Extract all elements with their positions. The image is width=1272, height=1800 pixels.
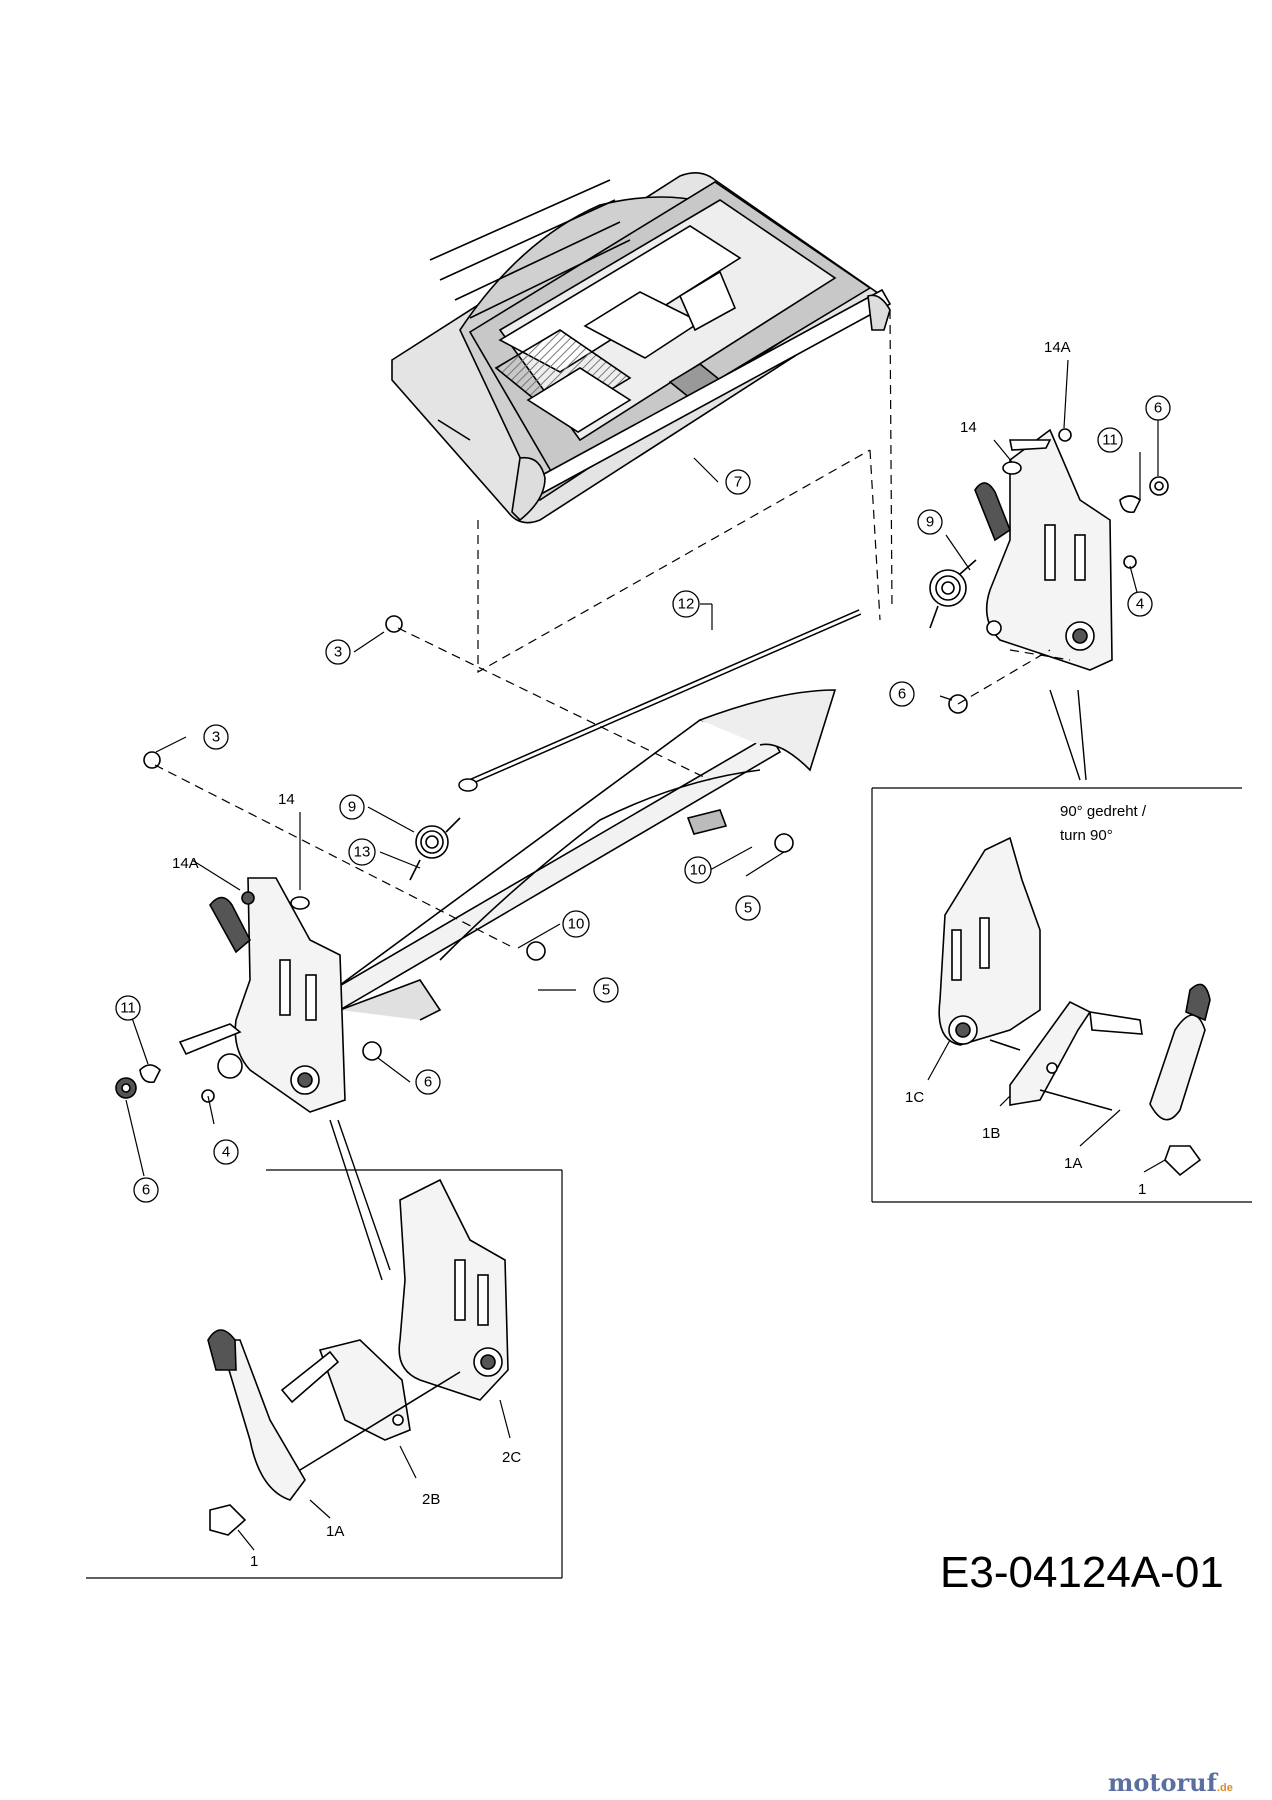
svg-text:12: 12	[678, 596, 695, 613]
diagram-id: E3-04124A-01	[940, 1548, 1224, 1597]
right-inset-parts-drawing	[938, 836, 1211, 1177]
label-14-right: 14	[960, 419, 977, 436]
label-14a-right: 14A	[1044, 339, 1071, 356]
callout-10-lower: 10	[562, 910, 590, 938]
discharge-tray-drawing	[335, 689, 837, 1021]
svg-text:10: 10	[690, 862, 707, 879]
pointer-lines	[329, 689, 1087, 1281]
rotation-note-line2: turn 90°	[1060, 827, 1113, 844]
svg-text:4: 4	[1136, 596, 1144, 613]
svg-text:3: 3	[212, 729, 220, 746]
label-14a-left: 14A	[172, 855, 199, 872]
callout-13: 13	[348, 838, 376, 866]
label-2c-left: 2C	[502, 1449, 521, 1466]
svg-text:6: 6	[1154, 400, 1162, 417]
watermark-name: motoruf	[1108, 1768, 1217, 1797]
label-2b-left: 2B	[422, 1491, 440, 1508]
control-panel-drawing	[391, 172, 892, 524]
svg-text:4: 4	[222, 1144, 230, 1161]
label-14-left: 14	[278, 791, 295, 808]
callout-3-top: 3	[325, 639, 351, 665]
svg-text:9: 9	[348, 799, 356, 816]
svg-text:6: 6	[424, 1074, 432, 1091]
callout-5-lower: 5	[593, 977, 619, 1003]
callout-4-right: 4	[1127, 591, 1153, 617]
right-inset-box	[871, 787, 1252, 1203]
callout-6-left-bottom: 6	[133, 1177, 159, 1203]
svg-text:11: 11	[1102, 432, 1118, 449]
callout-11-right: 11	[1097, 427, 1123, 453]
callout-9-left: 9	[339, 794, 365, 820]
right-shift-assembly-drawing	[948, 428, 1169, 714]
label-1a-right: 1A	[1064, 1155, 1082, 1172]
svg-text:10: 10	[568, 916, 585, 933]
callout-11-left: 11	[115, 995, 141, 1021]
left-shift-assembly-drawing	[115, 615, 794, 1113]
svg-text:5: 5	[744, 900, 752, 917]
spring-left-drawing	[409, 817, 461, 881]
leader-lines	[125, 359, 1166, 1551]
callout-6-right-bottom: 6	[889, 681, 915, 707]
callout-5-upper: 5	[735, 895, 761, 921]
callout-3-left: 3	[203, 724, 229, 750]
svg-text:6: 6	[142, 1182, 150, 1199]
callout-12: 12	[672, 590, 700, 618]
rotation-note-line1: 90° gedreht /	[1060, 803, 1147, 820]
spring-right-drawing	[929, 559, 977, 629]
svg-text:6: 6	[898, 686, 906, 703]
rod-drawing	[458, 609, 862, 792]
watermark-suffix: .de	[1216, 1782, 1233, 1794]
label-1-left: 1	[250, 1553, 258, 1570]
svg-text:13: 13	[354, 844, 371, 861]
label-1c-right: 1C	[905, 1089, 924, 1106]
callout-6-right-top: 6	[1145, 395, 1171, 421]
callout-4-left: 4	[213, 1139, 239, 1165]
callout-9-right: 9	[917, 509, 943, 535]
callout-7: 7	[725, 469, 751, 495]
left-inset-box	[86, 1169, 563, 1579]
svg-text:3: 3	[334, 644, 342, 661]
dash-lines	[154, 309, 1071, 947]
label-1a-left: 1A	[326, 1523, 344, 1540]
svg-text:11: 11	[120, 1000, 136, 1017]
callout-10-upper: 10	[684, 856, 712, 884]
svg-text:9: 9	[926, 514, 934, 531]
callout-6-left-lower: 6	[415, 1069, 441, 1095]
svg-text:5: 5	[602, 982, 610, 999]
svg-text:7: 7	[734, 474, 742, 491]
label-1b-right: 1B	[982, 1125, 1000, 1142]
left-inset-parts-drawing	[207, 1178, 509, 1536]
label-1-right: 1	[1138, 1181, 1146, 1198]
watermark: motoruf.de	[1108, 1768, 1233, 1797]
